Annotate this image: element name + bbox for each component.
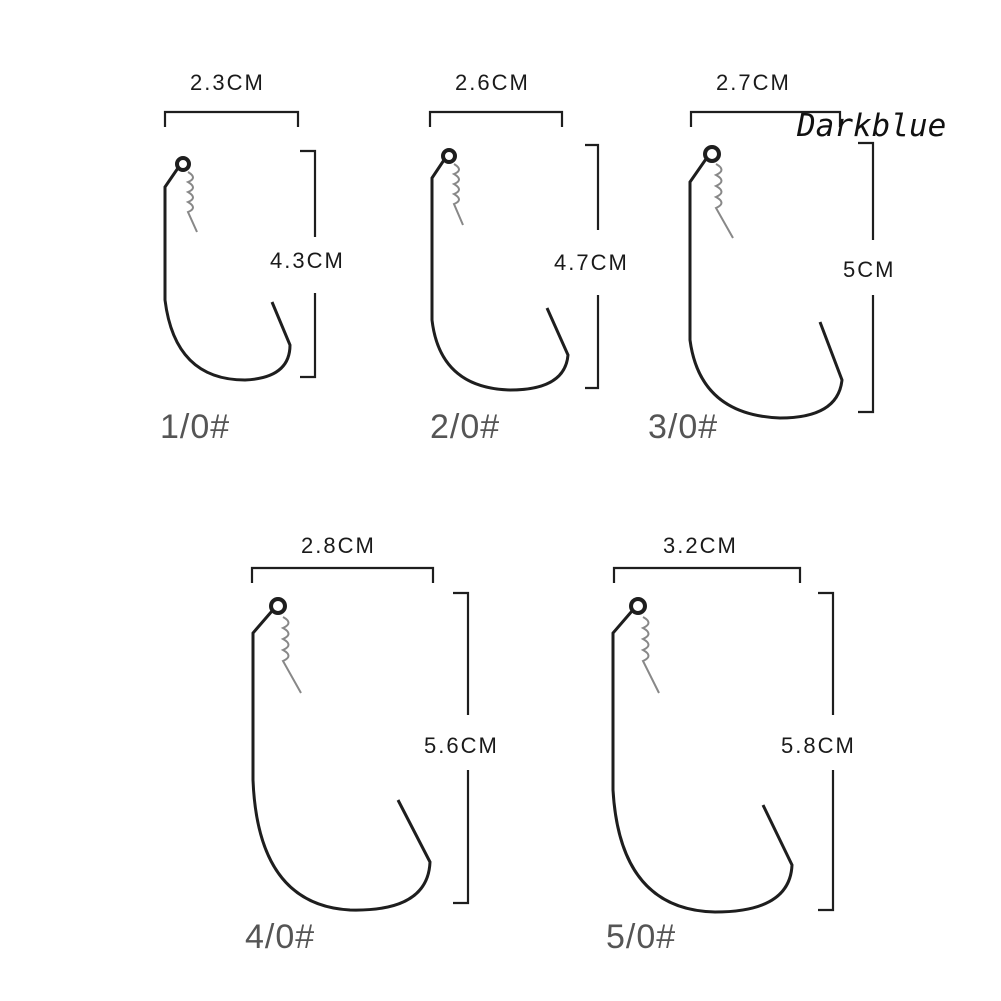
hook-2-diagram <box>428 110 600 392</box>
hook-5-width-label: 3.2CM <box>663 533 738 558</box>
hook-2-size-label: 2/0# <box>430 408 501 446</box>
hook-4-diagram <box>250 566 470 912</box>
hook-3-width-label: 2.7CM <box>716 70 791 95</box>
hook-5-height-label: 5.8CM <box>781 733 856 758</box>
hook-3-diagram <box>688 110 875 420</box>
hook-5-diagram <box>611 566 835 914</box>
hook-4-height-label: 5.6CM <box>424 733 499 758</box>
hook-3-size-label: 3/0# <box>648 408 719 446</box>
hook-1-width-label: 2.3CM <box>190 70 265 95</box>
watermark: Darkblue <box>797 108 947 144</box>
hook-2-height-label: 4.7CM <box>554 250 629 275</box>
hook-3-height-label: 5CM <box>843 257 896 282</box>
hook-4-width-label: 2.8CM <box>301 533 376 558</box>
hook-1-diagram <box>163 110 317 382</box>
hook-5-size-label: 5/0# <box>606 918 677 956</box>
hook-4-size-label: 4/0# <box>245 918 316 956</box>
hook-1-size-label: 1/0# <box>160 408 231 446</box>
hook-2-width-label: 2.6CM <box>455 70 530 95</box>
hook-1-height-label: 4.3CM <box>270 248 345 273</box>
